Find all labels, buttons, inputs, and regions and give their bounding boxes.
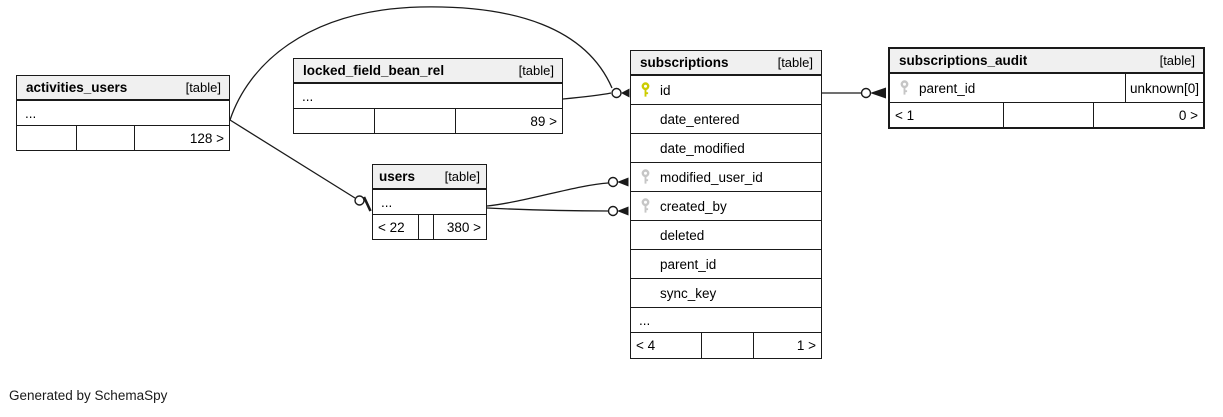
connector-circle-icon — [607, 205, 619, 217]
table-node-locked-field-bean-rel[interactable]: locked_field_bean_rel [table] ... 89 > — [293, 58, 563, 134]
arrowhead-icon — [617, 206, 629, 216]
ellipsis-text: ... — [381, 194, 393, 210]
footer-children-cell: 128 > — [133, 126, 229, 150]
column-name: created_by — [660, 198, 727, 214]
column-row-modified-user-id: modified_user_id — [631, 163, 821, 192]
column-row-parent-id: parent_id unknown[0] — [890, 74, 1203, 103]
table-type-label: [table] — [777, 55, 813, 70]
footer-parents-cell: < 4 — [636, 338, 656, 353]
table-footer: < 4 1 > — [631, 333, 821, 358]
column-name: id — [660, 82, 671, 98]
connector-circle-icon — [611, 87, 622, 99]
column-row-parent-id: parent_id — [631, 250, 821, 279]
table-header: locked_field_bean_rel [table] — [294, 59, 562, 84]
foreign-key-icon — [631, 198, 660, 214]
footer-children-cell: 380 > — [432, 215, 486, 239]
table-name: activities_users — [26, 80, 128, 95]
footer-parents-cell: < 22 — [378, 219, 405, 235]
footer-parents-cell: < 1 — [895, 107, 915, 123]
footer-mid-cell — [1002, 103, 1094, 127]
edge-users-to-subscriptions-created-by — [486, 207, 609, 212]
connector-circle-icon — [860, 87, 872, 99]
footer-mid-cell — [374, 109, 454, 133]
collapsed-columns-row: ... — [294, 84, 562, 109]
table-type-label: [table] — [444, 169, 480, 184]
collapsed-columns-row: ... — [631, 308, 821, 333]
connector-circle-icon — [607, 176, 619, 188]
table-footer: 89 > — [294, 109, 562, 133]
column-row-created-by: created_by — [631, 192, 821, 221]
table-type-label: [table] — [185, 80, 221, 95]
column-row-sync-key: sync_key — [631, 279, 821, 308]
column-name: modified_user_id — [660, 169, 763, 185]
primary-key-icon — [631, 82, 660, 98]
footer-mid-cell — [76, 126, 133, 150]
table-header: activities_users [table] — [17, 76, 229, 101]
footer-mid-cell — [701, 333, 752, 358]
column-row-date-modified: date_modified — [631, 134, 821, 163]
table-footer: 128 > — [17, 126, 229, 150]
table-footer: < 22 380 > — [373, 215, 486, 239]
edge-locked-field-bean-rel-to-subscriptions-id — [562, 92, 612, 100]
foreign-key-icon — [890, 80, 919, 96]
table-type-label: [table] — [1159, 53, 1195, 68]
column-row-date-entered: date_entered — [631, 105, 821, 134]
arrowhead-icon — [621, 88, 630, 98]
ellipsis-text: ... — [25, 105, 37, 121]
collapsed-columns-row: ... — [373, 190, 486, 215]
column-name: parent_id — [919, 80, 976, 96]
table-header: subscriptions [table] — [631, 51, 821, 76]
footer-children-cell: 1 > — [752, 333, 821, 358]
table-name: subscriptions_audit — [899, 53, 1028, 68]
footer-parents-cell — [294, 109, 374, 133]
foreign-key-icon — [631, 169, 660, 185]
footer-children-cell: 89 > — [454, 109, 562, 133]
connector-circle-icon — [354, 195, 365, 206]
table-name: locked_field_bean_rel — [303, 63, 445, 78]
table-type-label: [table] — [518, 63, 554, 78]
table-node-activities-users[interactable]: activities_users [table] ... 128 > — [16, 75, 230, 151]
footer-children-cell: 0 > — [1093, 103, 1203, 127]
ellipsis-text: ... — [639, 312, 651, 328]
column-name: sync_key — [660, 285, 717, 301]
table-footer: < 1 0 > — [890, 103, 1203, 127]
table-name: users — [379, 169, 416, 184]
column-name: date_entered — [660, 111, 740, 127]
footer-parents-cell — [17, 126, 76, 150]
column-data-type: unknown[0] — [1124, 74, 1203, 102]
collapsed-columns-row: ... — [17, 101, 229, 126]
table-node-users[interactable]: users [table] ... < 22 380 > — [372, 164, 487, 240]
column-row-id: id — [631, 76, 821, 105]
table-name: subscriptions — [640, 55, 729, 70]
column-name: deleted — [660, 227, 705, 243]
column-row-deleted: deleted — [631, 221, 821, 250]
arrowhead-icon — [870, 87, 886, 99]
table-node-subscriptions[interactable]: subscriptions [table] id date_entered da… — [630, 50, 822, 359]
arrowhead-icon — [617, 177, 629, 187]
arrowhead-slash-icon — [362, 196, 372, 212]
table-header: users [table] — [373, 165, 486, 190]
footer-mid-cell — [418, 215, 433, 239]
edge-users-to-subscriptions-modified-user-id — [486, 182, 609, 207]
column-name: date_modified — [660, 140, 745, 156]
table-header: subscriptions_audit [table] — [890, 49, 1203, 74]
ellipsis-text: ... — [302, 88, 314, 104]
generated-by-note: Generated by SchemaSpy — [9, 388, 168, 403]
column-name: parent_id — [660, 256, 717, 272]
table-node-subscriptions-audit[interactable]: subscriptions_audit [table] parent_id un… — [888, 47, 1205, 129]
